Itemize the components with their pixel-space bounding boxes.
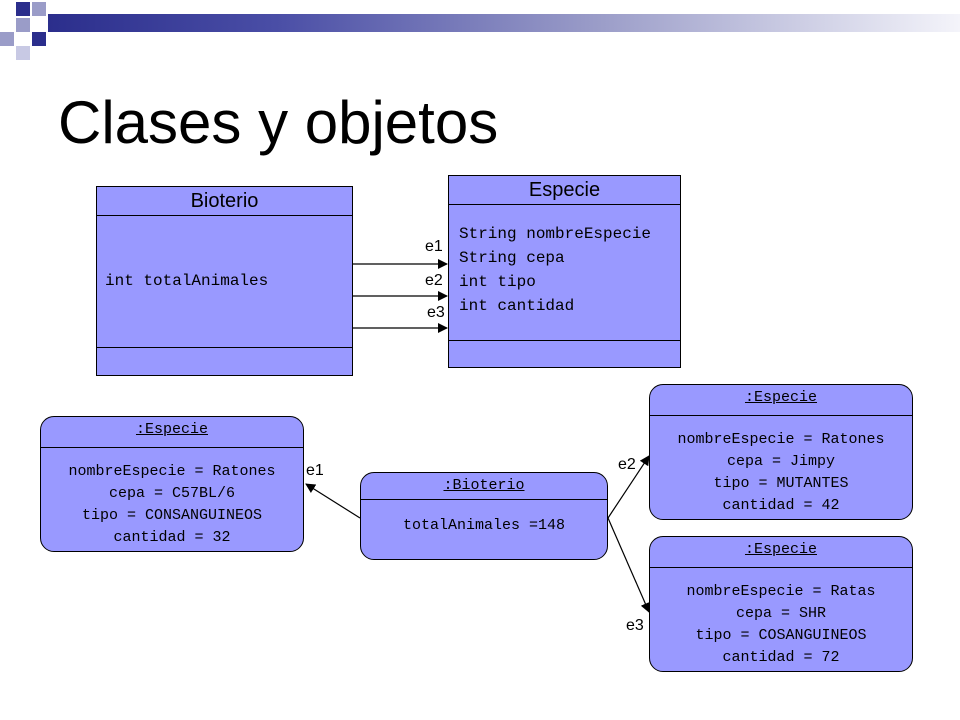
deco-square: [0, 32, 14, 46]
association-label-e1: e1: [425, 238, 443, 255]
deco-square: [32, 2, 46, 16]
object-field: nombreEspecie = Ratones: [677, 431, 885, 448]
deco-square: [16, 46, 30, 60]
link-label-e1: e1: [306, 462, 324, 479]
object-field: cantidad = 42: [722, 497, 840, 514]
class-especie-attribute: int cantidad: [459, 297, 575, 315]
object-header: :Especie: [744, 541, 817, 558]
object-header: :Bioterio: [443, 477, 525, 494]
slide-title: Clases y objetos: [58, 89, 499, 156]
object-field: nombreEspecie = Ratones: [68, 463, 276, 480]
object-field: cepa = C57BL/6: [108, 485, 236, 502]
object-field: tipo = CONSANGUINEOS: [81, 507, 263, 524]
class-divider: [449, 340, 680, 341]
class-bioterio-attribute: int totalAnimales: [105, 272, 269, 290]
object-header: :Especie: [744, 389, 817, 406]
object-divider: [41, 447, 303, 448]
class-especie-attribute: String cepa: [459, 249, 565, 267]
association-label-e3: e3: [427, 304, 445, 321]
deco-square: [32, 32, 46, 46]
class-divider: [97, 215, 352, 216]
object-field: totalAnimales =148: [402, 517, 566, 534]
object-field: tipo = MUTANTES: [713, 475, 849, 492]
link-arrow-e3: [607, 517, 650, 613]
object-body: totalAnimales =148: [361, 515, 607, 537]
class-especie-attribute: int tipo: [459, 273, 536, 291]
link-arrow-e2: [607, 455, 650, 519]
deco-square: [16, 2, 30, 16]
class-especie: Especie String nombreEspecie String cepa…: [448, 175, 681, 368]
object-body: nombreEspecie = Ratones cepa = Jimpy tip…: [650, 429, 912, 517]
object-field: tipo = COSANGUINEOS: [695, 627, 867, 644]
object-field: cepa = SHR: [735, 605, 826, 622]
class-bioterio-name: Bioterio: [190, 190, 259, 212]
object-bioterio: :Bioterio totalAnimales =148: [360, 472, 608, 560]
object-field: cepa = Jimpy: [726, 453, 836, 470]
object-especie-3: :Especie nombreEspecie = Ratas cepa = SH…: [649, 536, 913, 672]
object-field: cantidad = 72: [722, 649, 840, 666]
object-field: cantidad = 32: [113, 529, 231, 546]
object-divider: [361, 499, 607, 500]
object-especie-2: :Especie nombreEspecie = Ratones cepa = …: [649, 384, 913, 520]
class-bioterio: Bioterio int totalAnimales: [96, 186, 353, 376]
class-divider: [97, 347, 352, 348]
link-label-e3: e3: [626, 617, 644, 634]
association-label-e2: e2: [425, 272, 443, 289]
header-gradient-bar: [48, 14, 960, 32]
link-arrow-e1: [305, 483, 361, 519]
object-field: nombreEspecie = Ratas: [686, 583, 876, 600]
object-header: :Especie: [135, 421, 208, 438]
deco-square: [16, 18, 30, 32]
object-divider: [650, 415, 912, 416]
object-body: nombreEspecie = Ratones cepa = C57BL/6 t…: [41, 461, 303, 549]
class-divider: [449, 204, 680, 205]
link-label-e2: e2: [618, 456, 636, 473]
object-especie-1: :Especie nombreEspecie = Ratones cepa = …: [40, 416, 304, 552]
class-especie-attribute: String nombreEspecie: [459, 225, 652, 243]
object-body: nombreEspecie = Ratas cepa = SHR tipo = …: [650, 581, 912, 669]
object-divider: [650, 567, 912, 568]
class-especie-name: Especie: [528, 179, 601, 201]
